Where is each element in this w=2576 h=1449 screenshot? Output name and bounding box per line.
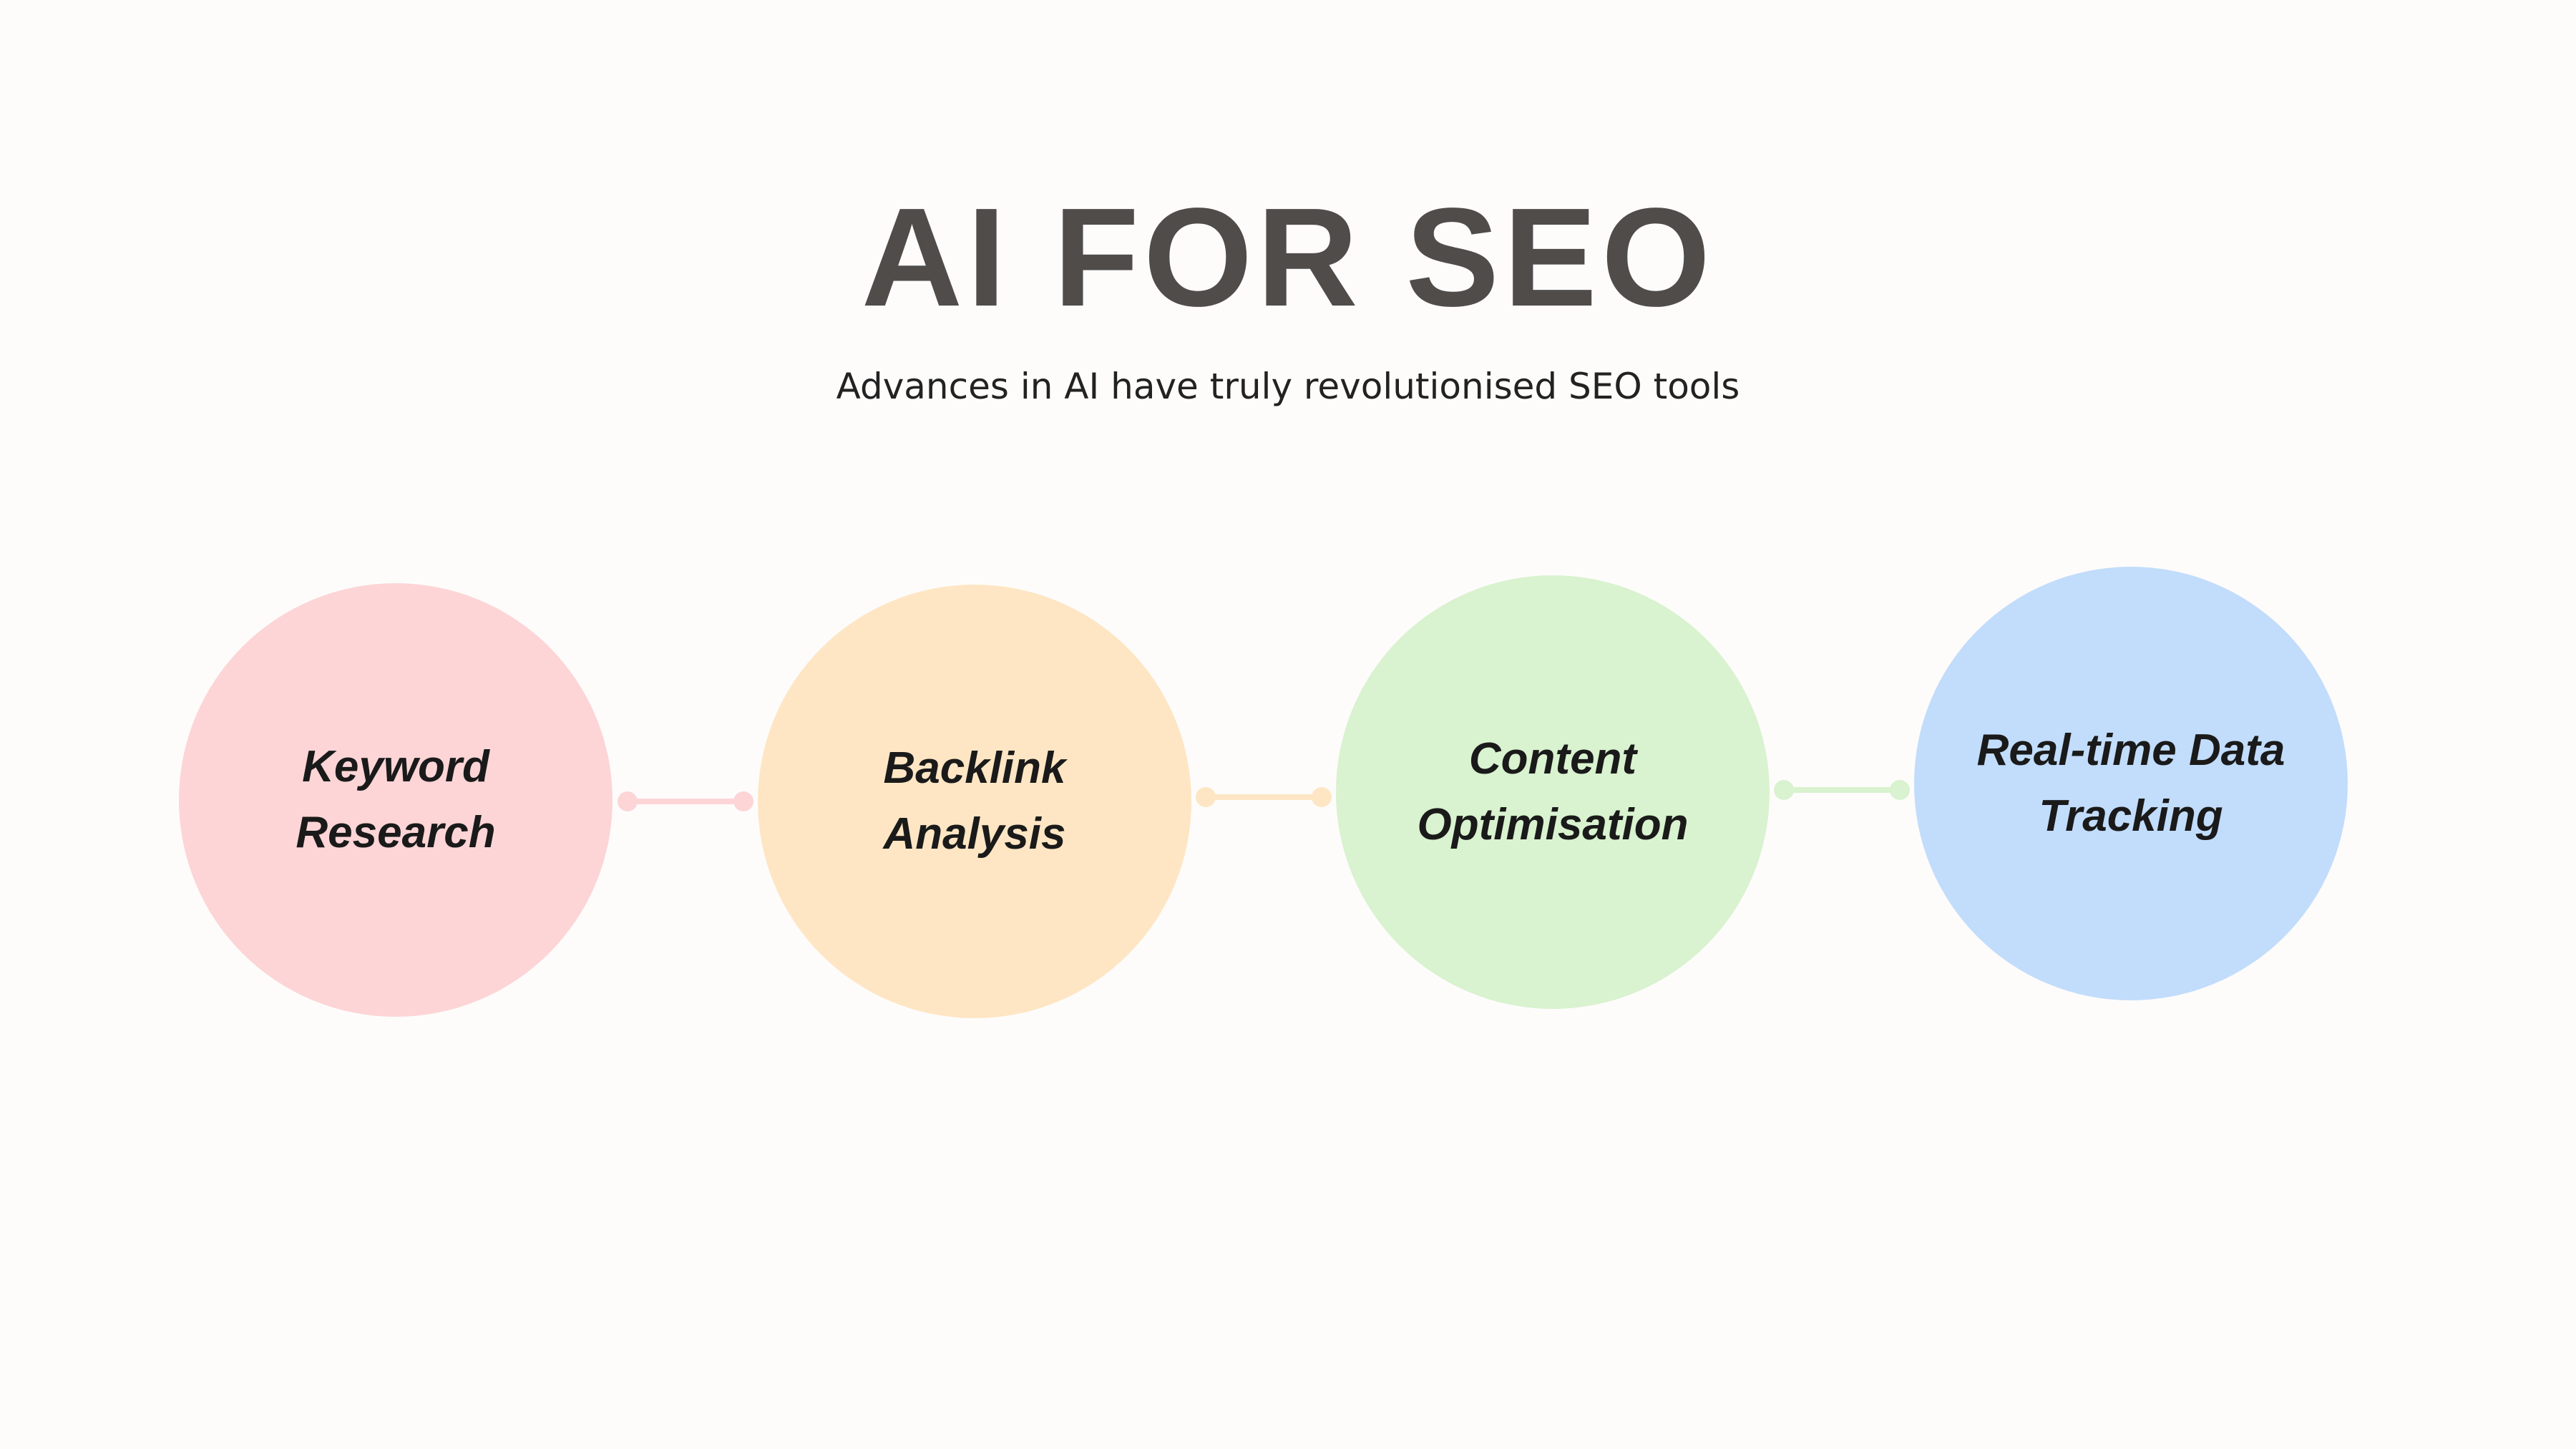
connector-1 [618,791,753,811]
page-title: AI FOR SEO [861,179,1715,336]
connector-dot [1312,787,1332,807]
page-subtitle: Advances in AI have truly revolutionised… [836,366,1740,407]
step-keyword-research: Keyword Research [179,583,613,1017]
step-label: Keyword Research [296,742,496,857]
connector-dot [733,791,753,811]
step-backlink-analysis: Backlink Analysis [758,585,1191,1018]
connector-dot [1196,787,1216,807]
step-content-optimisation: Content Optimisation [1336,575,1770,1009]
step-realtime-data-tracking: Real-time Data Tracking [1914,567,2348,1000]
connector-2 [1196,787,1332,807]
connector-3 [1774,780,1910,800]
connector-dot [1890,780,1910,800]
connector-dot [618,791,638,811]
step-label: Backlink Analysis [883,743,1066,859]
step-label: Content Optimisation [1417,734,1689,849]
step-label: Real-time Data Tracking [1976,726,2285,841]
connector-dot [1774,780,1794,800]
